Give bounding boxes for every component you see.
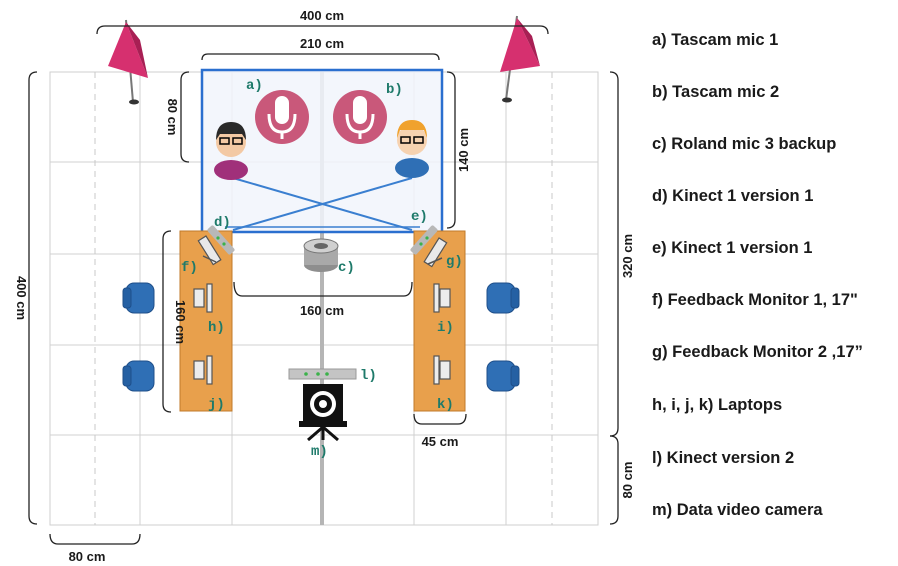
dim-bottom-left: 80 cm bbox=[69, 549, 106, 564]
legend-item-f: f) Feedback Monitor 1, 17" bbox=[652, 291, 858, 309]
dim-table-width: 45 cm bbox=[422, 434, 459, 449]
legend-item-c: c) Roland mic 3 backup bbox=[652, 135, 837, 153]
marker-i: i) bbox=[437, 320, 454, 336]
dim-stage-depth: 80 cm bbox=[165, 99, 180, 136]
marker-m: m) bbox=[311, 444, 328, 460]
kinect-d-icon bbox=[207, 225, 235, 255]
dim-top-width: 400 cm bbox=[300, 8, 344, 23]
legend-item-m: m) Data video camera bbox=[652, 501, 823, 519]
legend-item-e: e) Kinect 1 version 1 bbox=[652, 239, 813, 257]
marker-h: h) bbox=[208, 320, 225, 336]
marker-g: g) bbox=[446, 254, 463, 270]
dimension-brackets bbox=[28, 25, 619, 545]
dim-table-gap: 160 cm bbox=[300, 303, 344, 318]
monitor-f-icon bbox=[197, 235, 222, 266]
marker-f: f) bbox=[181, 260, 198, 276]
dim-right-upper: 320 cm bbox=[620, 234, 635, 278]
flag-left-icon bbox=[108, 19, 148, 105]
monitor-g-icon bbox=[423, 237, 448, 268]
marker-l: l) bbox=[360, 368, 377, 384]
marker-k: k) bbox=[437, 397, 454, 413]
kinect-l-icon bbox=[288, 368, 357, 380]
legend-item-laptops: h, i, j, k) Laptops bbox=[652, 396, 783, 414]
table-left bbox=[179, 230, 233, 412]
marker-j: j) bbox=[208, 397, 225, 413]
legend-item-d: d) Kinect 1 version 1 bbox=[652, 187, 814, 205]
dim-left-height: 400 cm bbox=[14, 276, 29, 320]
marker-b: b) bbox=[386, 82, 403, 98]
legend-item-g: g) Feedback Monitor 2 ,17” bbox=[652, 343, 863, 361]
legend-item-a: a) Tascam mic 1 bbox=[652, 31, 779, 49]
kinect-e-icon bbox=[410, 225, 438, 255]
camera-m-icon bbox=[299, 384, 347, 442]
chair-icon bbox=[122, 282, 520, 392]
legend-item-l: l) Kinect version 2 bbox=[652, 449, 795, 467]
marker-a: a) bbox=[246, 78, 263, 94]
marker-d: d) bbox=[214, 215, 231, 231]
mic-a-icon bbox=[255, 90, 309, 144]
dim-stage-height: 140 cm bbox=[456, 128, 471, 172]
kinect-field-of-view bbox=[225, 177, 420, 231]
mic-c-icon bbox=[303, 238, 339, 272]
dim-stage-width: 210 cm bbox=[300, 36, 344, 51]
marker-e: e) bbox=[411, 209, 428, 225]
person-left-icon bbox=[214, 122, 248, 180]
legend-item-b: b) Tascam mic 2 bbox=[652, 83, 780, 101]
laptop-icon bbox=[193, 283, 451, 385]
dim-table-length: 160 cm bbox=[173, 300, 188, 344]
flag-right-icon bbox=[500, 15, 540, 103]
mic-b-icon bbox=[333, 90, 387, 144]
dim-right-lower: 80 cm bbox=[620, 462, 635, 499]
marker-c: c) bbox=[338, 260, 355, 276]
person-right-icon bbox=[395, 120, 429, 178]
floor-grid-dashed bbox=[94, 72, 553, 525]
